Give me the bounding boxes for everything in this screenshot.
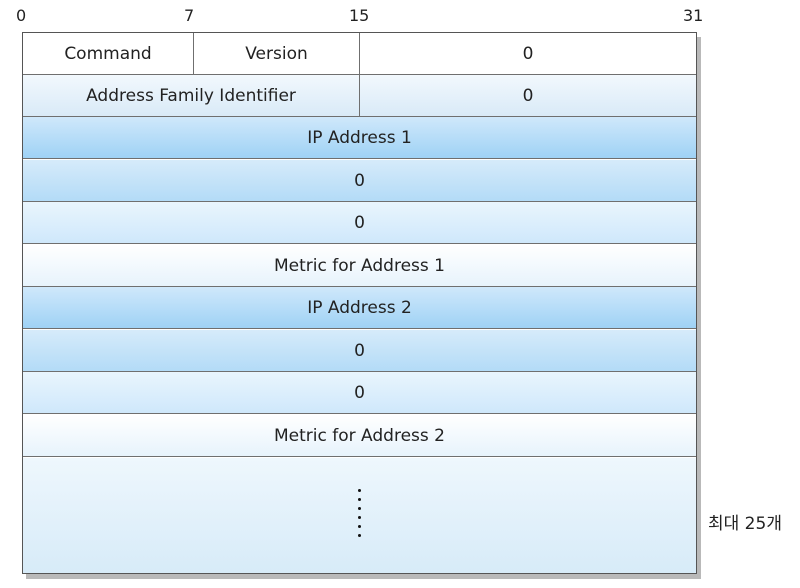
bit-label-0: 0 (16, 6, 27, 25)
header-row: Command Version 0 (23, 33, 696, 75)
metric-address-2-row: Metric for Address 2 (23, 415, 696, 457)
header-zero-field: 0 (359, 33, 696, 74)
ellipsis-dot (358, 507, 361, 510)
repeated-entries-area (23, 458, 696, 573)
ip-address-2-row: IP Address 2 (23, 287, 696, 329)
ellipsis-dot (358, 498, 361, 501)
bit-label-31: 31 (683, 6, 704, 25)
zero-field-3: 0 (354, 340, 365, 361)
bit-label-15: 15 (349, 6, 370, 25)
rip-message-format-diagram: Command Version 0 Address Family Identif… (22, 32, 697, 574)
zero-row-1: 0 (23, 160, 696, 202)
zero-row-2: 0 (23, 202, 696, 244)
version-field: Version (193, 33, 359, 74)
zero-row-4: 0 (23, 372, 696, 414)
ip-address-1-row: IP Address 1 (23, 117, 696, 159)
address-family-identifier-field: Address Family Identifier (86, 85, 296, 106)
ellipsis-dot (358, 516, 361, 519)
metric-address-1-field: Metric for Address 1 (274, 255, 445, 276)
zero-field-2: 0 (354, 212, 365, 233)
max-entries-note: 최대 25개 (708, 514, 782, 534)
address-family-zero-field: 0 (359, 75, 696, 116)
ellipsis-dot (358, 525, 361, 528)
zero-field-1: 0 (354, 170, 365, 191)
bit-label-7: 7 (184, 6, 195, 25)
metric-address-2-field: Metric for Address 2 (274, 425, 445, 446)
address-family-row: Address Family Identifier 0 (23, 75, 696, 117)
zero-row-3: 0 (23, 330, 696, 372)
zero-field-4: 0 (354, 382, 365, 403)
vertical-ellipsis-icon (357, 489, 363, 545)
ip-address-1-field: IP Address 1 (307, 127, 412, 148)
ip-address-2-field: IP Address 2 (307, 297, 412, 318)
ellipsis-dot (358, 489, 361, 492)
command-field: Command (64, 43, 152, 64)
ellipsis-dot (358, 534, 361, 537)
metric-address-1-row: Metric for Address 1 (23, 245, 696, 287)
